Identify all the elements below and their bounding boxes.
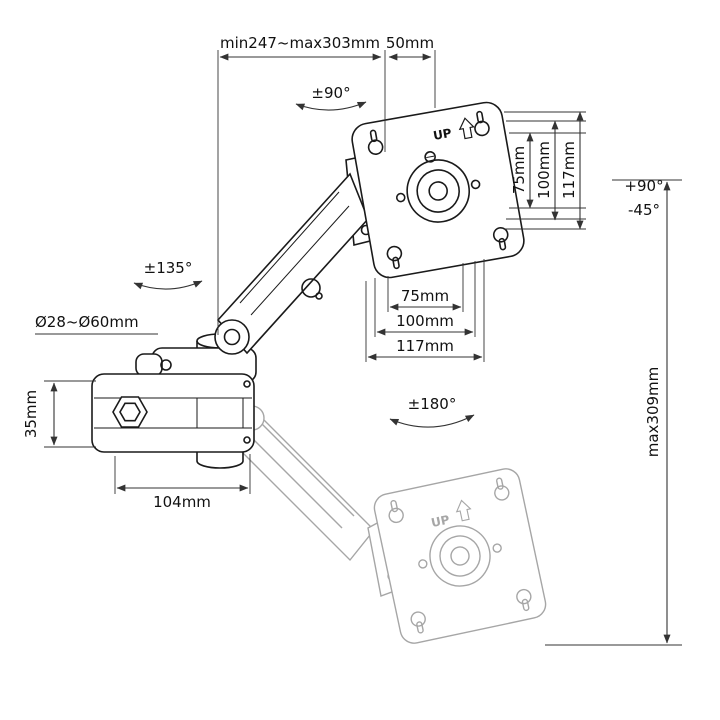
ghost-arm-spring-line	[261, 423, 355, 517]
keyhole-slot	[498, 237, 507, 251]
h117-label: 117mm	[396, 337, 454, 355]
keyhole-slot	[369, 129, 378, 143]
keyhole-slot	[392, 256, 400, 270]
tilt-down-label: -45°	[628, 201, 660, 219]
clamp-body	[91, 373, 255, 453]
swivel-rotation-arrow	[295, 101, 367, 111]
arm-spring-line	[250, 205, 350, 316]
v100-label: 100mm	[535, 141, 553, 199]
arm-spring-line	[239, 191, 340, 304]
base-rotation-label: ±180°	[408, 395, 457, 413]
cable-clip-screw	[315, 292, 323, 300]
dimensions: min247~max303mm 50mm ±90° 75mm 100mm 117…	[22, 34, 682, 646]
base-rotation-arrow	[389, 414, 475, 428]
pole-bottom	[196, 460, 244, 469]
ext-lines-clamp-width	[114, 454, 251, 494]
up-arrow-icon-ghost	[455, 499, 472, 522]
gas-spring-arm	[216, 172, 369, 355]
ghost-keyhole-slot	[496, 477, 504, 490]
ghost-vesa-hole	[492, 543, 502, 553]
swivel-label: ±90°	[311, 84, 350, 102]
vesa-hole	[470, 179, 481, 190]
ghost-vesa-plate: UP	[373, 468, 547, 644]
ghost-vesa-hole	[418, 559, 428, 569]
ghost-keyhole	[494, 485, 510, 501]
ghost-keyhole-slot	[416, 621, 424, 634]
clamp-screw	[243, 436, 251, 444]
ext-lines-clamp-height	[44, 380, 96, 448]
cable-clip	[301, 278, 321, 298]
clamp-screw	[243, 380, 251, 388]
up-label-ghost: UP	[430, 513, 451, 531]
ghost-keyhole	[516, 588, 532, 605]
ghost-hub-inner	[450, 546, 470, 566]
ext-lines-h100	[374, 261, 476, 337]
keyhole	[367, 139, 384, 155]
ghost-arm-spring-line	[249, 435, 343, 529]
max-height-label: max309mm	[644, 367, 662, 458]
ext-lines-h75	[387, 263, 464, 312]
tilt-up-label: +90°	[624, 177, 663, 195]
vesa-hole	[395, 192, 406, 203]
elbow-rotation-arrow	[133, 280, 203, 290]
arm-assembly	[91, 153, 383, 469]
pole-diameter-label: Ø28~Ø60mm	[35, 313, 139, 331]
elbow-rotation-label: ±135°	[144, 259, 193, 277]
hub-mid	[416, 169, 460, 213]
ghost-keyhole-slot	[521, 598, 530, 612]
keyhole	[492, 226, 509, 243]
reach-label: min247~max303mm	[220, 34, 380, 52]
v117-label: 117mm	[560, 141, 578, 199]
ext-lines-vesa-vertical	[504, 111, 586, 230]
ghost-hub-mid	[439, 535, 481, 577]
lowered-position-ghost: UP	[227, 400, 547, 644]
ghost-keyhole-slot	[390, 499, 399, 513]
clamp-head-screw	[160, 359, 172, 371]
ghost-keyhole	[388, 507, 404, 524]
keyhole-slot	[476, 110, 484, 124]
hub-inner	[428, 181, 448, 201]
pole-in-jaw	[196, 398, 244, 428]
clamp-width-label: 104mm	[153, 493, 211, 511]
ext-lines-max-height	[545, 179, 682, 646]
plate-screw-slot	[426, 155, 435, 159]
up-label: UP	[432, 126, 453, 143]
plate-screw	[424, 151, 436, 163]
elbow-joint	[214, 319, 250, 355]
h100-label: 100mm	[396, 312, 454, 330]
keyhole	[386, 245, 403, 262]
v75-label: 75mm	[510, 146, 528, 194]
keyhole	[474, 120, 490, 137]
ghost-keyhole	[410, 611, 426, 627]
up-arrow-icon	[458, 117, 475, 140]
ghost-plate-body	[373, 468, 547, 644]
ext-lines-h117	[365, 259, 485, 362]
ghost-hub-outer	[429, 525, 491, 587]
offset-label: 50mm	[386, 34, 434, 52]
vesa-plate: UP	[351, 101, 525, 279]
clamp-knuckle	[135, 353, 163, 377]
h75-label: 75mm	[401, 287, 449, 305]
hex-bolt-inner	[119, 402, 141, 422]
clamp-height-label: 35mm	[22, 390, 40, 438]
plate-body	[351, 101, 525, 279]
elbow-joint-axle	[223, 328, 241, 346]
